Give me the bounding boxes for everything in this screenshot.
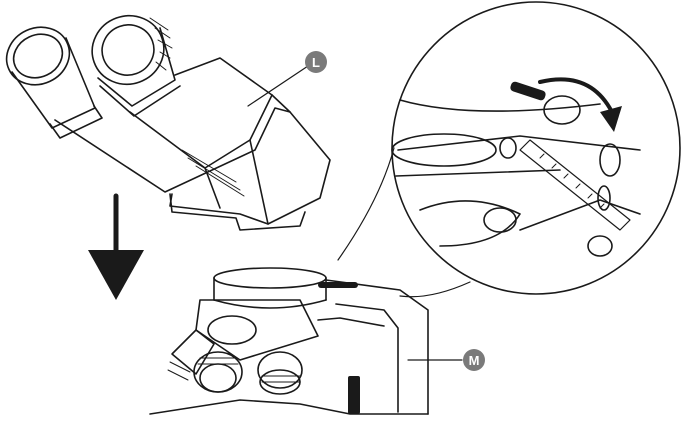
right-eyepiece (91, 14, 181, 117)
head-mount (213, 267, 358, 309)
nosepiece (195, 299, 319, 361)
prism-body (54, 57, 331, 231)
callout-l: L (305, 51, 327, 73)
callout-l-label: L (312, 55, 320, 70)
callout-m: M (463, 349, 485, 371)
lock-screw-icon (510, 81, 546, 101)
detail-inset (337, 1, 681, 298)
down-arrow-icon (88, 193, 144, 300)
objective-lenses (167, 329, 303, 395)
callout-l-leader (247, 65, 309, 107)
left-eyepiece (5, 26, 103, 139)
binocular-head (5, 14, 331, 231)
callout-m-label: M (469, 353, 480, 368)
microscope-stand (149, 267, 463, 415)
rotate-arrow-icon (538, 77, 614, 114)
